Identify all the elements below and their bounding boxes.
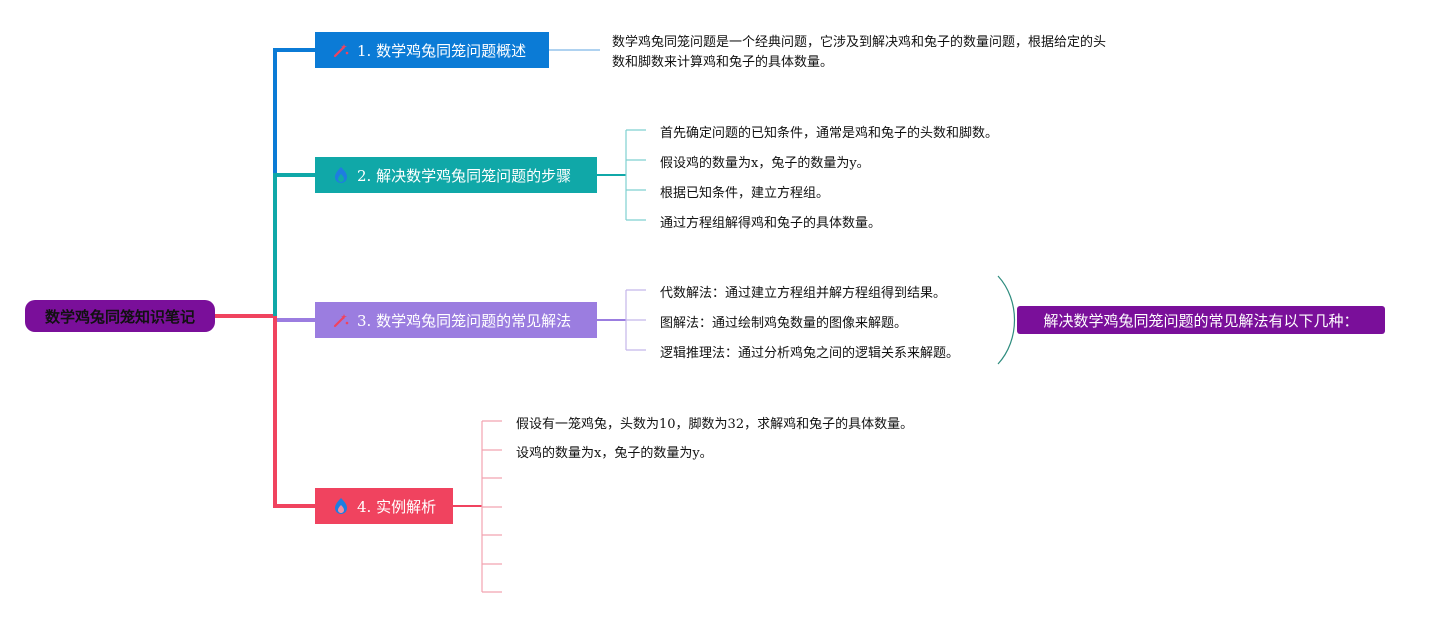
branch-2-leaf-bracket (625, 129, 646, 221)
summary-label: 解决数学鸡兔同笼问题的常见解法有以下几种： (1043, 311, 1359, 330)
flame-icon (331, 165, 351, 185)
branch-3-leaf-3: 逻辑推理法：通过分析鸡兔之间的逻辑关系来解题。 (660, 346, 960, 361)
flame-icon (331, 496, 351, 516)
sparkle-icon (331, 310, 351, 330)
summary-node[interactable]: 解决数学鸡兔同笼问题的常见解法有以下几种： (1017, 306, 1385, 334)
branch-3-leaf-bracket (625, 289, 646, 351)
branch-2-leaf-3: 根据已知条件，建立方程组。 (660, 186, 830, 201)
branch-node-2[interactable]: 2. 解决数学鸡兔同笼问题的步骤 (315, 157, 597, 193)
root-label: 数学鸡兔同笼知识笔记 (44, 307, 195, 326)
branch-1-label: 1. 数学鸡兔同笼问题概述 (357, 41, 527, 60)
branch-2-leaf-1: 首先确定问题的已知条件，通常是鸡和兔子的头数和脚数。 (660, 126, 999, 141)
branch-3-label: 3. 数学鸡兔同笼问题的常见解法 (357, 311, 572, 330)
sparkle-icon (331, 40, 351, 60)
branch-1-leaf-1: 数学鸡兔同笼问题是一个经典问题，它涉及到解决鸡和兔子的数量问题，根据给定的头数和… (612, 35, 1107, 70)
root-node[interactable]: 数学鸡兔同笼知识笔记 (25, 300, 215, 332)
summary-brace (997, 275, 1015, 365)
branch-4-label: 4. 实例解析 (357, 497, 437, 516)
branch-2-leaf-2: 假设鸡的数量为x，兔子的数量为y。 (660, 156, 870, 171)
branch-4-leaf-1: 假设有一笼鸡兔，头数为10，脚数为32，求解鸡和兔子的具体数量。 (516, 417, 914, 432)
branch-3-leaf-1: 代数解法：通过建立方程组并解方程组得到结果。 (660, 286, 947, 301)
branch-3-leaf-2: 图解法：通过绘制鸡兔数量的图像来解题。 (660, 316, 908, 331)
branch-node-1[interactable]: 1. 数学鸡兔同笼问题概述 (315, 32, 549, 68)
branch-2-label: 2. 解决数学鸡兔同笼问题的步骤 (357, 166, 572, 185)
branch-node-4[interactable]: 4. 实例解析 (315, 488, 453, 524)
branch-4-leaf-bracket (481, 420, 502, 593)
trunk-branch-4 (273, 316, 315, 508)
branch-2-leaf-4: 通过方程组解得鸡和兔子的具体数量。 (660, 216, 882, 231)
trunk-branch-2 (273, 173, 315, 316)
trunk-branch-1 (273, 48, 315, 316)
branch-4-leaf-2: 设鸡的数量为x，兔子的数量为y。 (516, 446, 713, 461)
branch-node-3[interactable]: 3. 数学鸡兔同笼问题的常见解法 (315, 302, 597, 338)
